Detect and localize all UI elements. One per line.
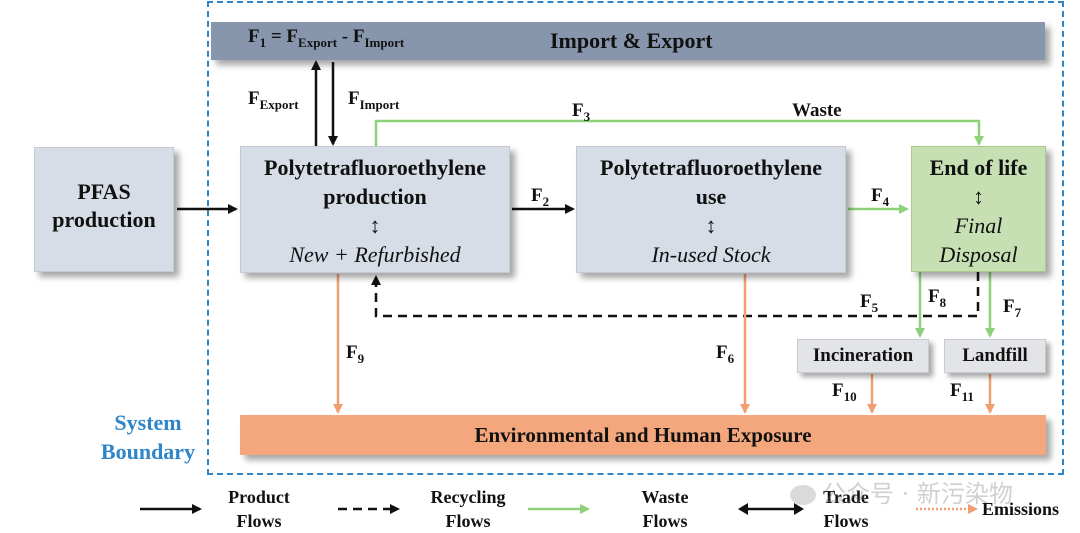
end-of-life-box: End of life ↕ Final Disposal	[911, 146, 1046, 272]
legend-trade-line	[738, 503, 804, 515]
f2-label: F2	[531, 185, 550, 209]
f6-label: F6	[716, 342, 735, 366]
f-export-label: FExport	[248, 88, 299, 112]
f7-label: F7	[1003, 296, 1022, 320]
bidirectional-arrow-icon: ↕	[973, 184, 984, 209]
f8-label: F8	[928, 286, 947, 310]
import-export-bar	[211, 22, 1045, 60]
bidirectional-arrow-icon: ↕	[369, 213, 381, 238]
f9-label: F9	[346, 342, 365, 366]
ptfe-use-box: Polytetrafluoroethylene use ↕ In-used St…	[576, 146, 846, 273]
f11-label: F11	[950, 380, 974, 404]
system-boundary-label: System Boundary	[100, 410, 196, 464]
system-boundary-frame	[207, 1, 1064, 475]
landfill-box: Landfill	[944, 339, 1046, 373]
waste-label: Waste	[792, 100, 842, 121]
f3-waste-arrow	[374, 119, 984, 146]
f5-recycling-arrow	[371, 272, 980, 318]
legend-emissions-text: Emissions	[982, 499, 1060, 519]
f-import-label: FImport	[348, 88, 400, 112]
wechat-icon	[790, 485, 816, 505]
watermark: 公众号 · 新污染物	[790, 474, 1013, 509]
f10-label: F10	[832, 380, 857, 404]
ptfe-production-box: Polytetrafluoroethylene production ↕ New…	[240, 146, 510, 273]
f5-label: F5	[860, 291, 879, 315]
f3-label: F3	[572, 100, 591, 124]
flow-equation: F1 = FExport - FImport	[248, 26, 405, 50]
exposure-bar: Environmental and Human Exposure	[240, 415, 1046, 455]
incineration-box: Incineration	[797, 339, 929, 373]
import-export-title: Import & Export	[550, 28, 713, 53]
f4-label: F4	[871, 185, 890, 209]
bidirectional-arrow-icon: ↕	[705, 213, 717, 238]
pfas-production-box: PFAS production	[34, 147, 174, 272]
